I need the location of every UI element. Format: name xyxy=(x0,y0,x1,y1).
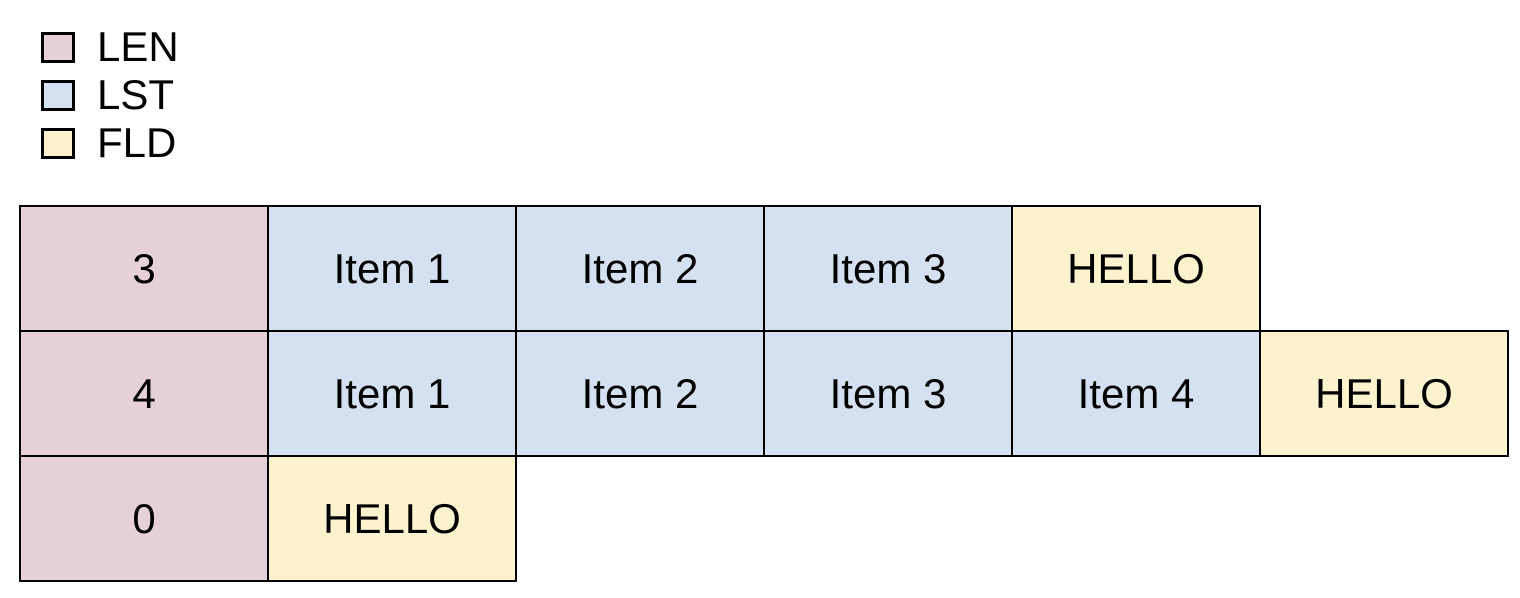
legend-item-len: LEN xyxy=(41,23,179,71)
table-cell-fld: HELLO xyxy=(1011,205,1261,332)
table-cell-lst: Item 1 xyxy=(267,205,517,332)
table-cell-fld: HELLO xyxy=(267,455,517,582)
legend-item-fld: FLD xyxy=(41,119,179,167)
legend-label-len: LEN xyxy=(97,23,179,70)
legend-swatch-len xyxy=(41,31,75,63)
table-cell-lst: Item 3 xyxy=(763,205,1013,332)
table-cell-lst: Item 1 xyxy=(267,330,517,457)
table-cell-lst: Item 2 xyxy=(515,330,765,457)
legend-swatch-lst xyxy=(41,79,75,111)
table-cell-lst: Item 4 xyxy=(1011,330,1261,457)
table-cell-fld: HELLO xyxy=(1259,330,1509,457)
table-cell-lst: Item 3 xyxy=(763,330,1013,457)
table-row: 4 Item 1 Item 2 Item 3 Item 4 HELLO xyxy=(19,330,1509,457)
legend-label-lst: LST xyxy=(97,71,175,118)
table-cell-len: 4 xyxy=(19,330,269,457)
legend-swatch-fld xyxy=(41,127,75,159)
table-row: 0 HELLO xyxy=(19,455,1509,582)
legend: LEN LST FLD xyxy=(41,23,179,167)
table-cell-len: 3 xyxy=(19,205,269,332)
table-row: 3 Item 1 Item 2 Item 3 HELLO xyxy=(19,205,1509,332)
table-cell-lst: Item 2 xyxy=(515,205,765,332)
legend-label-fld: FLD xyxy=(97,119,177,166)
legend-item-lst: LST xyxy=(41,71,179,119)
struct-table: 3 Item 1 Item 2 Item 3 HELLO 4 Item 1 It… xyxy=(19,205,1509,582)
table-cell-len: 0 xyxy=(19,455,269,582)
